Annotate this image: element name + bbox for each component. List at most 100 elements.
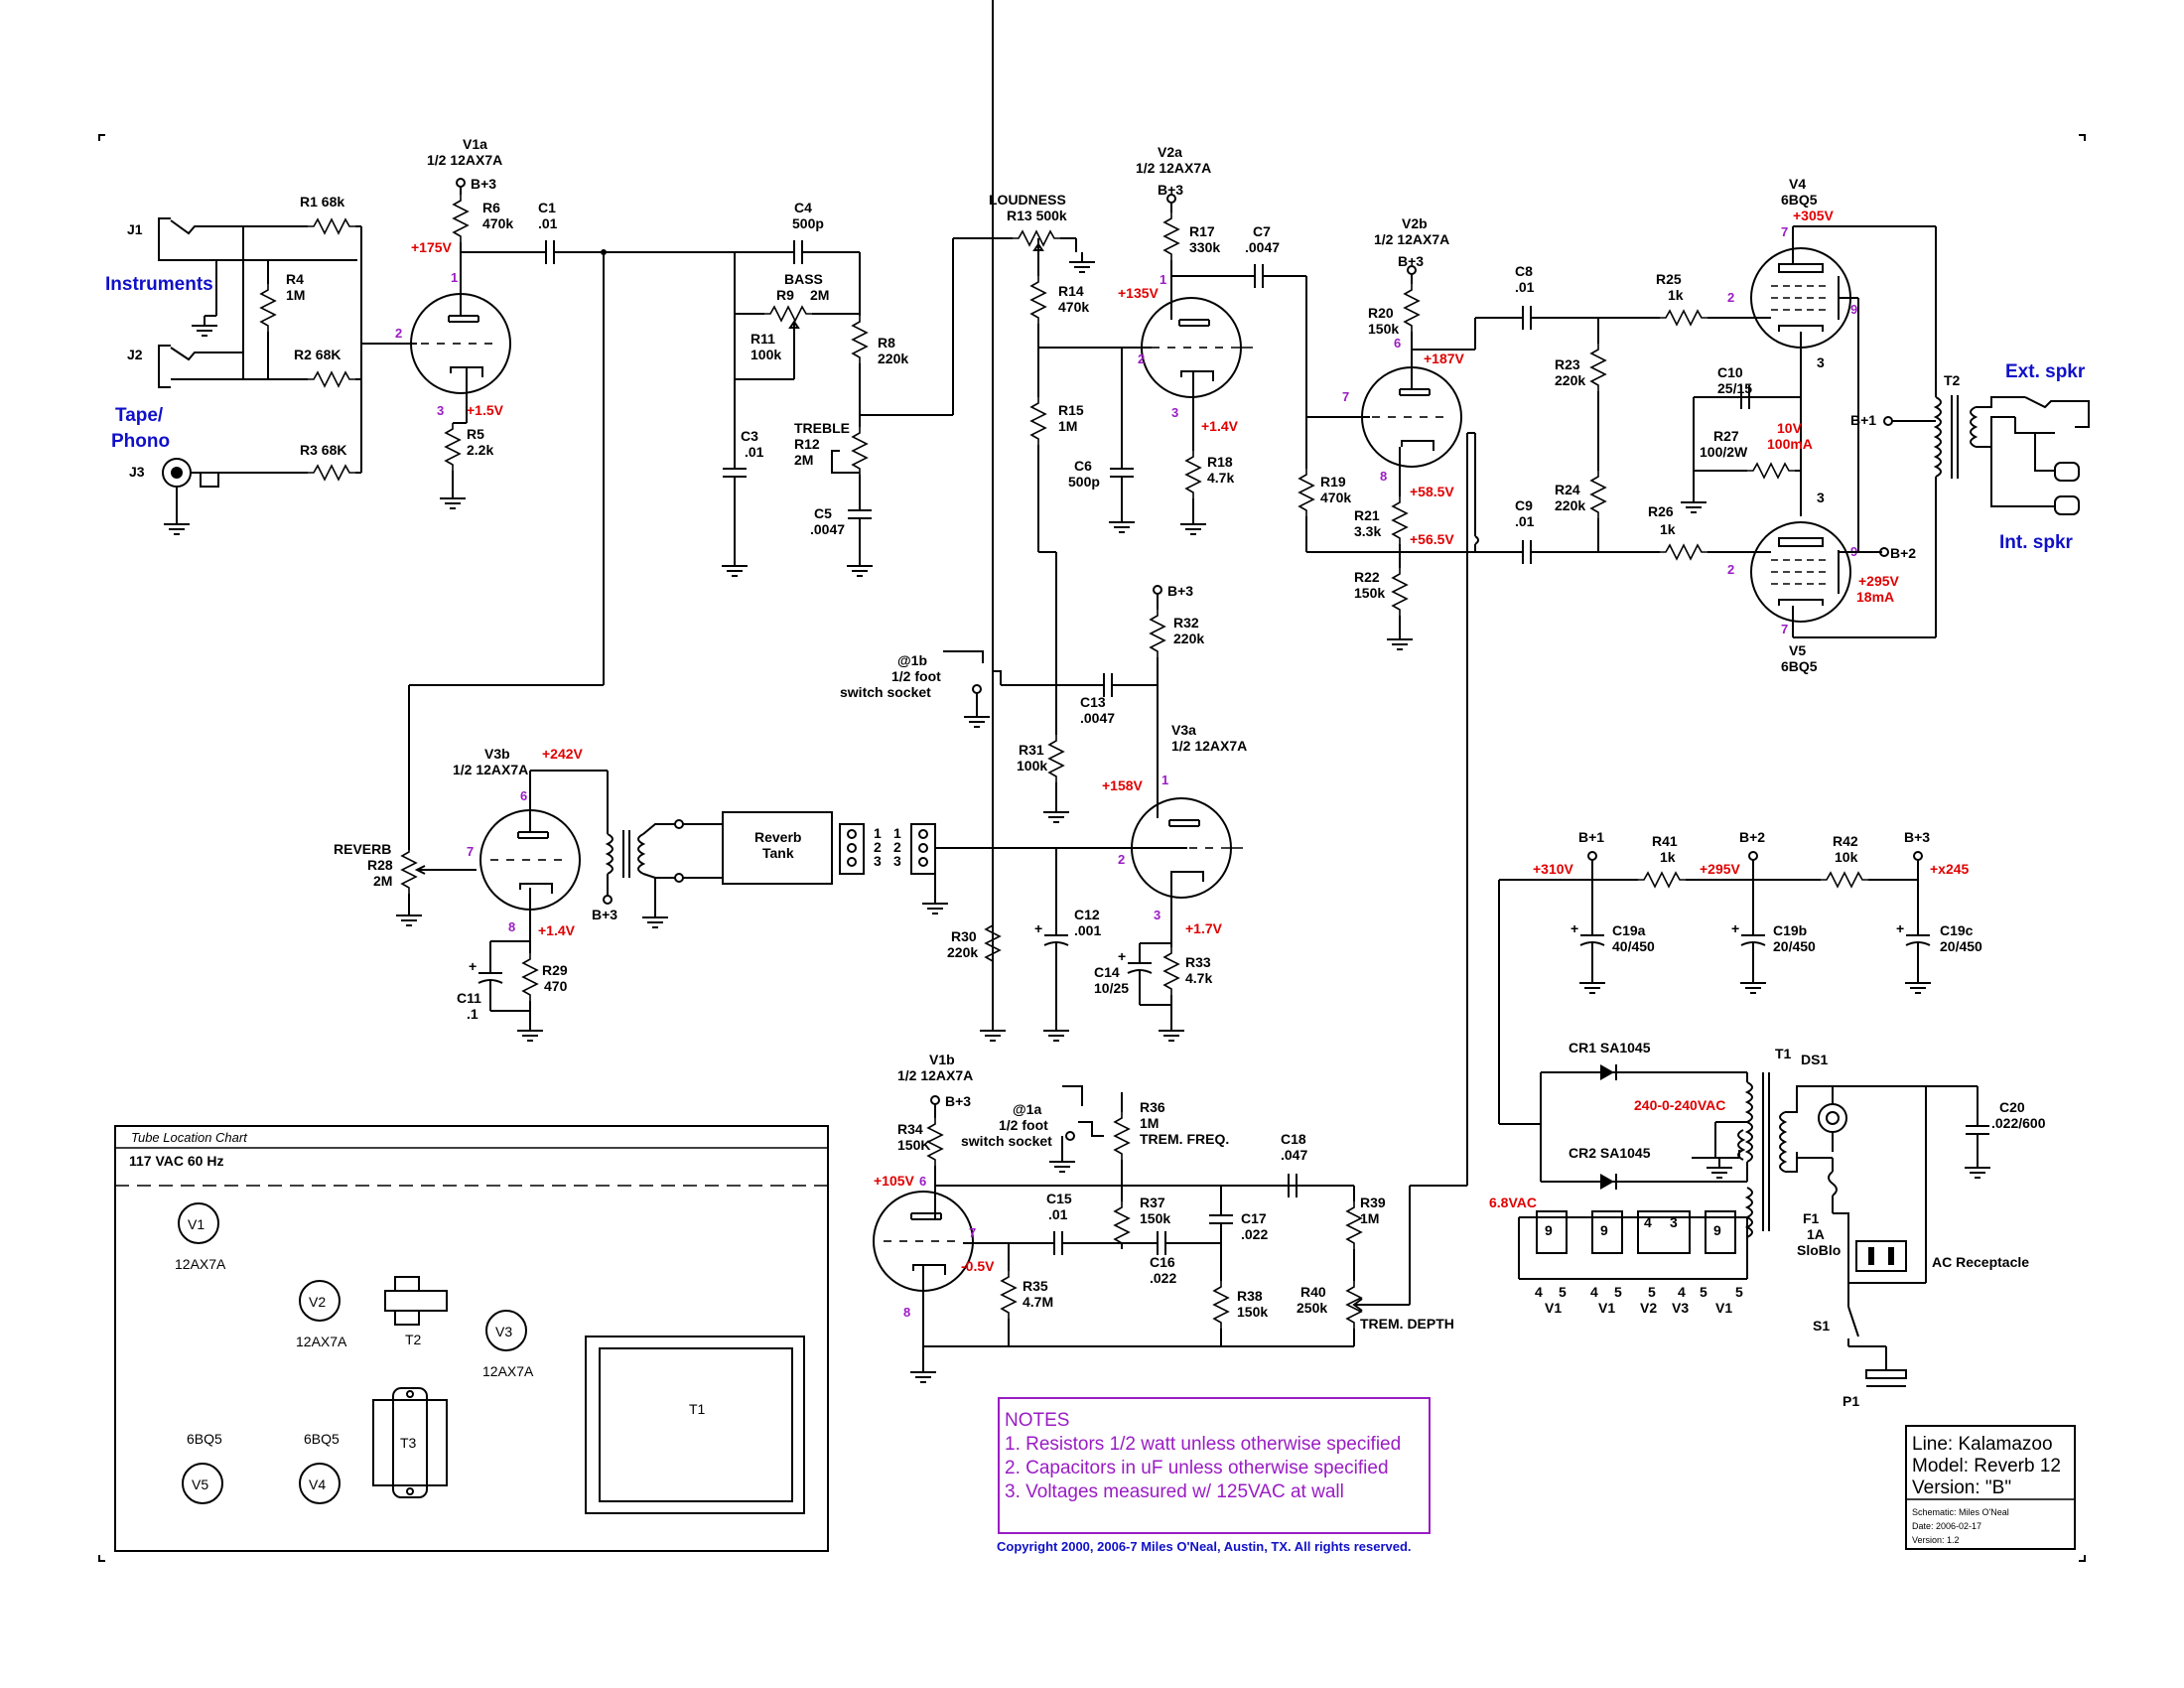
p1-label: P1 <box>1843 1393 1859 1409</box>
reverb-section: REVERB R28 2M V3b 1/2 12AX7A +242V 6 7 8… <box>334 0 1187 1042</box>
tb-date: Date: 2006-02-17 <box>1912 1521 1981 1531</box>
c5-ref: C5 <box>814 505 832 521</box>
r25-ref: R25 <box>1656 271 1682 287</box>
v3a-pin1: 1 <box>1161 773 1168 787</box>
c17-ref: C17 <box>1241 1210 1267 1226</box>
r11-ref: R11 <box>751 331 775 347</box>
footsw-b-3: switch socket <box>840 684 931 700</box>
c11-ref: C11 <box>457 990 481 1006</box>
v2b-pin8: 8 <box>1380 469 1387 484</box>
tube-v2b: V2b 1/2 12AX7A B+3 R20 150k +187V 6 7 8 … <box>1298 215 1509 1187</box>
v295b: +295V <box>1700 861 1741 877</box>
tank-line2: Tank <box>762 845 794 861</box>
tone-stack: C4 500p BASS R9 2M R11 100k C3 .01 R8 22… <box>721 200 1013 577</box>
s1-label: S1 <box>1813 1318 1830 1334</box>
heater-string: 6.8VAC 9 9 4 3 9 4 5 V1 4 5 V1 5 V2 4 V3… <box>1489 1195 1748 1316</box>
corner-marks <box>98 134 2086 1562</box>
v10: 10V <box>1777 420 1803 436</box>
loc-v3: V3 <box>495 1324 512 1339</box>
r38-val: 150k <box>1237 1304 1268 1320</box>
loc-v4-type: 6BQ5 <box>304 1431 340 1447</box>
heater-v1a-name: V1 <box>1545 1300 1562 1316</box>
r31-ref: R31 <box>1019 742 1044 758</box>
v242: +242V <box>542 746 584 762</box>
tb-rev: Version: 1.2 <box>1912 1535 1960 1545</box>
r36-ref: R36 <box>1140 1099 1165 1115</box>
c19c-ref: C19c <box>1940 922 1974 938</box>
r42-ref: R42 <box>1833 833 1858 849</box>
r22-val: 150k <box>1354 585 1385 601</box>
c16-ref: C16 <box>1150 1254 1175 1270</box>
c19b-val: 20/450 <box>1773 938 1816 954</box>
bass-label: BASS <box>784 271 823 287</box>
r21-ref: R21 <box>1354 507 1380 523</box>
c10-val: 25/15 <box>1717 380 1752 396</box>
t1-label: T1 <box>1775 1046 1792 1061</box>
v158: +158V <box>1102 777 1144 793</box>
r13-label: R13 500k <box>1007 208 1067 223</box>
v305: +305V <box>1793 208 1835 223</box>
v3b-pin7: 7 <box>467 844 474 859</box>
vac240: 240-0-240VAC <box>1634 1097 1725 1113</box>
v3a-ref: V3a <box>1171 722 1196 738</box>
r21-val: 3.3k <box>1354 523 1381 539</box>
r8-ref: R8 <box>878 335 895 351</box>
f1-type: SloBlo <box>1797 1242 1841 1258</box>
heater-v1b-5: 5 <box>1614 1284 1622 1300</box>
copyright: Copyright 2000, 2006-7 Miles O'Neal, Aus… <box>997 1539 1412 1554</box>
r23-ref: R23 <box>1555 356 1580 372</box>
trem-freq-label: TREM. FREQ. <box>1140 1131 1229 1147</box>
r18-val: 4.7k <box>1207 470 1234 486</box>
r28-val: 2M <box>373 873 392 889</box>
v4-pin7: 7 <box>1781 224 1788 239</box>
heater-v1c-name: V1 <box>1715 1300 1732 1316</box>
v5-b2: B+2 <box>1890 545 1916 561</box>
v4-pin3: 3 <box>1817 354 1825 370</box>
tube-v1b-tremolo: V1b 1/2 12AX7A B+3 R34 150K +105V 6 7 -0… <box>873 1052 1454 1383</box>
loc-v1-type: 12AX7A <box>175 1256 226 1272</box>
tb-line: Line: Kalamazoo <box>1912 1434 2053 1455</box>
c6-ref: C6 <box>1074 458 1092 474</box>
coupling-c1: C1 .01 <box>408 200 735 846</box>
r27-val: 100/2W <box>1700 444 1748 460</box>
r35-val: 4.7M <box>1023 1294 1053 1310</box>
r36-val: 1M <box>1140 1115 1159 1131</box>
c13-val: .0047 <box>1080 710 1115 726</box>
ps-b1: B+1 <box>1578 829 1604 845</box>
heater-pin-2: 9 <box>1600 1222 1608 1238</box>
c12-val: .001 <box>1074 922 1101 938</box>
title-block: Line: Kalamazoo Model: Reverb 12 Version… <box>1905 1425 2076 1550</box>
v1a-pin2: 2 <box>395 326 402 341</box>
v5-pin2: 2 <box>1727 562 1734 577</box>
j1-label: J1 <box>127 221 143 237</box>
r17-val: 330k <box>1189 239 1220 255</box>
r18-ref: R18 <box>1207 454 1233 470</box>
r14-ref: R14 <box>1058 283 1084 299</box>
r34-ref: R34 <box>897 1121 923 1137</box>
c18-ref: C18 <box>1281 1131 1306 1147</box>
v585: +58.5V <box>1410 484 1454 499</box>
r38-ref: R38 <box>1237 1288 1263 1304</box>
v1b-pin6: 6 <box>919 1174 926 1189</box>
loc-v5-type: 6BQ5 <box>187 1431 222 1447</box>
r5-ref: R5 <box>467 426 484 442</box>
v1a-type: 1/2 12AX7A <box>427 152 502 168</box>
c3-val: .01 <box>745 444 764 460</box>
v1a-pin1: 1 <box>451 270 458 285</box>
v4-pin3b: 3 <box>1817 490 1825 505</box>
ps-b2: B+2 <box>1739 829 1765 845</box>
v15: +1.5V <box>467 402 504 418</box>
c20-val: .022/600 <box>1991 1115 2046 1131</box>
v3b-cathode: +1.4V R29 470 C11 .1 <box>457 888 576 1042</box>
tape-heading-1: Tape/ <box>115 405 164 426</box>
v1b-ref: V1b <box>929 1052 955 1067</box>
jack-pin2: 2 <box>893 839 901 855</box>
power-transformer: CR1 SA1045 CR2 SA1045 240-0-240VAC T1 DS… <box>1540 1040 2046 1409</box>
v4-pin9: 9 <box>1850 302 1857 317</box>
j3-label: J3 <box>129 464 145 480</box>
c8-ref: C8 <box>1515 263 1533 279</box>
c13-ref: C13 <box>1080 694 1106 710</box>
notes-box: NOTES 1. Resistors 1/2 watt unless other… <box>998 1397 1431 1534</box>
heater-v1c-5a: 5 <box>1700 1284 1707 1300</box>
loc-t2: T2 <box>405 1332 422 1347</box>
